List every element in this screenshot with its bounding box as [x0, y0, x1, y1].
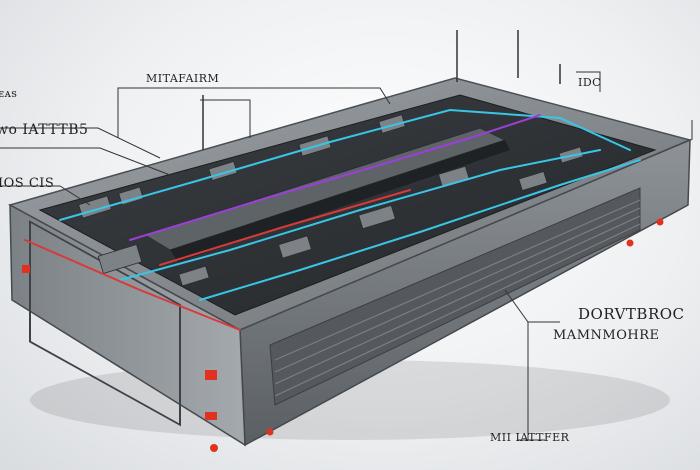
- chassis-vent-panel: [269, 187, 641, 406]
- callout-right-1: DORVTBROC: [578, 305, 685, 323]
- callout-leaders: [0, 71, 693, 441]
- callout-left-2: wo IATTTB5: [0, 122, 89, 138]
- red-markers: [22, 218, 664, 452]
- components: [78, 114, 584, 287]
- callout-bottom: MII IATTFER: [490, 431, 570, 444]
- signal-traces: [24, 108, 641, 331]
- trace-red-2: [159, 189, 411, 266]
- trace-red-1: [24, 239, 241, 331]
- trace-purple-1: [129, 114, 541, 241]
- chassis-end-face: [9, 203, 246, 447]
- callout-left-3: IOS CIS: [0, 176, 55, 191]
- antenna-posts: [202, 30, 561, 150]
- vent-slats: [274, 199, 641, 397]
- trace-cyan-1: [59, 108, 631, 221]
- trace-cyan-2: [119, 149, 601, 281]
- callout-top-mid: MITAFAIRM: [146, 72, 220, 85]
- callout-right-2: MAMNMOHRE: [553, 328, 660, 343]
- trace-cyan-3: [199, 159, 641, 301]
- callout-top-right: IDC: [578, 76, 602, 89]
- center-rail-shadow: [170, 140, 510, 262]
- callout-left-1: ᴇᴀs: [0, 87, 18, 100]
